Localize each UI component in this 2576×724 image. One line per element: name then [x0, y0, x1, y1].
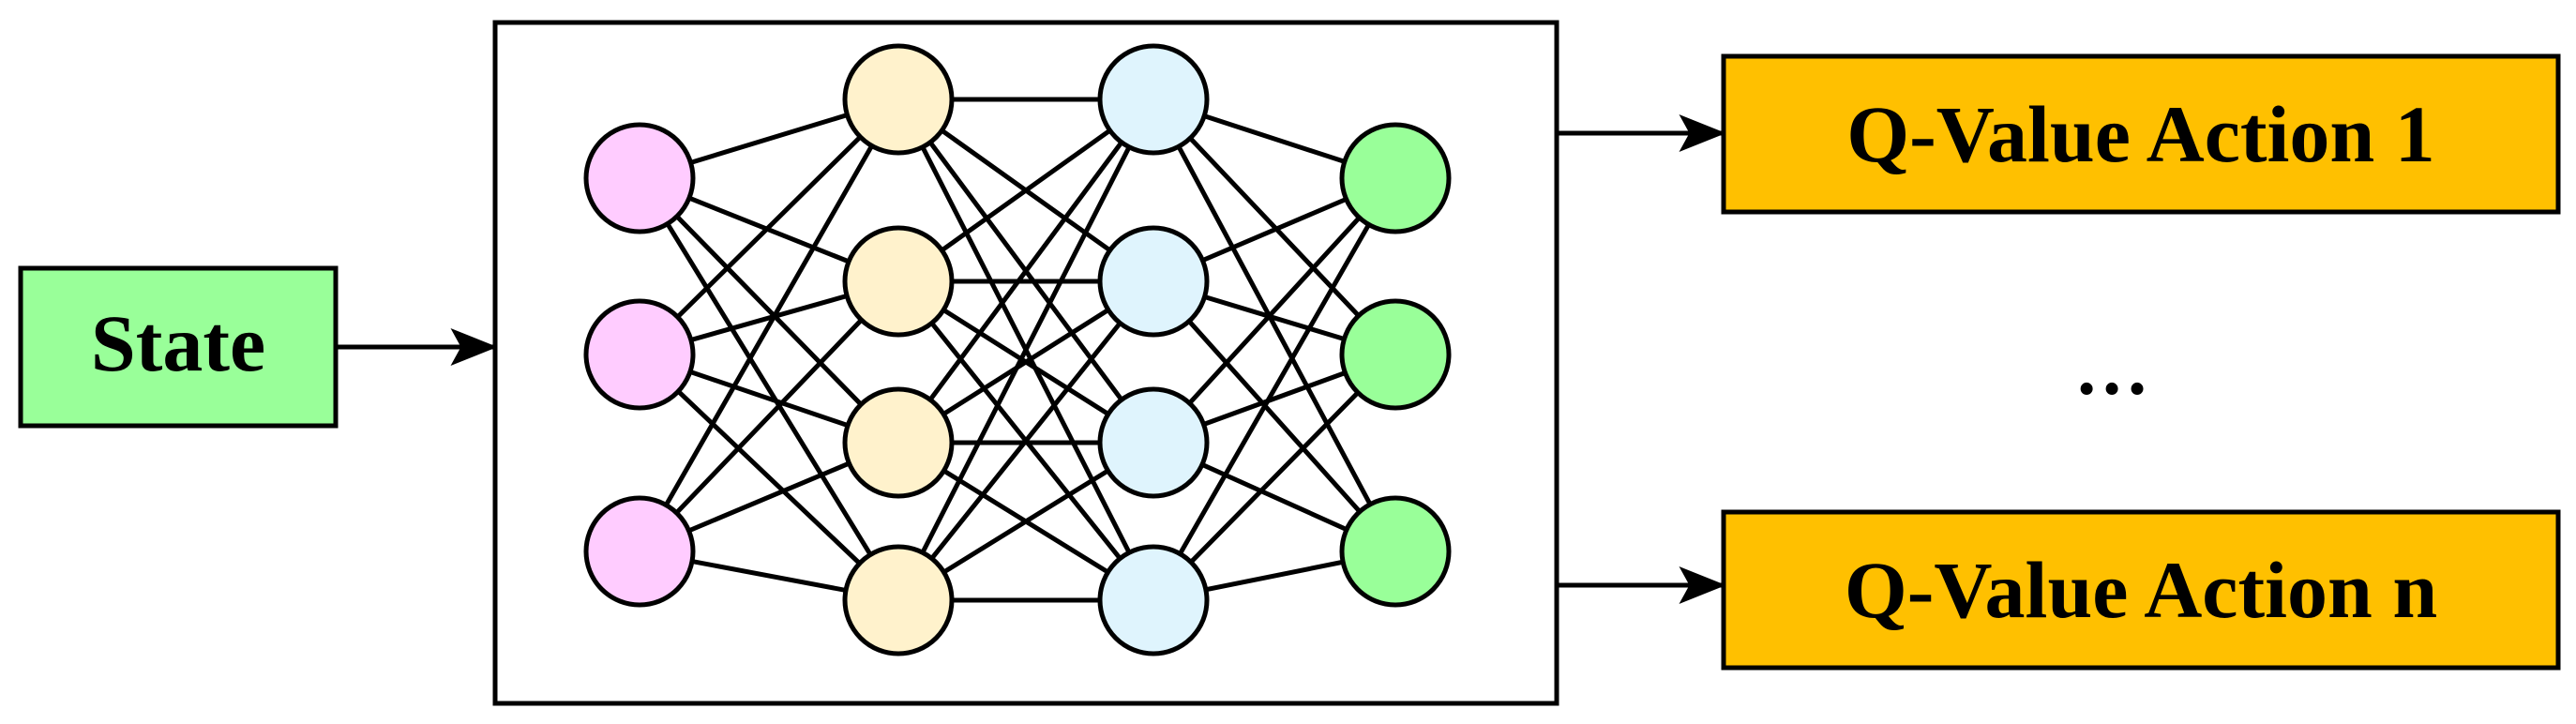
hidden-2-node-3 [1097, 386, 1210, 499]
connection-l2-n4-to-l3-n2 [896, 279, 1155, 602]
output-label-action-1: Q-Value Action 1 [1846, 89, 2435, 179]
connection-l2-n3-to-l3-n1 [896, 98, 1156, 445]
hidden-1-node-2 [842, 225, 955, 338]
network-nodes [583, 43, 1452, 656]
ellipsis: … [2074, 328, 2149, 411]
output-box-action-n-rect [1721, 509, 2561, 671]
connection-l1-n3-to-l2-n2 [638, 279, 900, 553]
connection-l3-n1-to-l4-n2 [1152, 98, 1397, 356]
input-node-1 [583, 122, 696, 234]
hidden-1-node-1 [842, 43, 955, 156]
hidden-1-node-3 [842, 386, 955, 499]
hidden-2-node-2 [1097, 225, 1210, 338]
hidden-2-node-4 [1097, 544, 1210, 656]
hidden-2-node-1 [1097, 43, 1210, 156]
state-label: State [91, 298, 265, 388]
connection-l3-n4-to-l4-n2 [1152, 353, 1397, 602]
state-box: State [18, 265, 339, 429]
output-node-3 [1339, 495, 1452, 608]
output-box-action-n: Q-Value Action n [1721, 509, 2561, 671]
connection-l2-n4-to-l3-n1 [896, 98, 1156, 602]
connection-l1-n1-to-l2-n4 [637, 176, 901, 602]
input-node-3 [583, 495, 696, 608]
output-box-action-1-rect [1721, 53, 2561, 215]
connection-l3-n2-to-l4-n3 [1152, 279, 1397, 553]
connection-l3-n1-to-l4-n3 [1151, 98, 1398, 553]
connection-l1-n2-to-l2-n4 [638, 353, 900, 602]
state-box-rect [18, 265, 339, 429]
connection-l1-n3-to-l2-n1 [637, 98, 901, 553]
output-node-2 [1339, 298, 1452, 411]
output-label-action-n: Q-Value Action n [1845, 545, 2437, 635]
input-node-2 [583, 298, 696, 411]
output-node-1 [1339, 122, 1452, 234]
connection-l3-n3-to-l4-n1 [1152, 176, 1397, 445]
connection-l3-n4-to-l4-n1 [1151, 176, 1398, 602]
connection-l1-n2-to-l2-n1 [638, 98, 900, 356]
connection-l1-n1-to-l2-n3 [638, 176, 900, 445]
output-box-action-1: Q-Value Action 1 [1721, 53, 2561, 215]
hidden-1-node-4 [842, 544, 955, 656]
